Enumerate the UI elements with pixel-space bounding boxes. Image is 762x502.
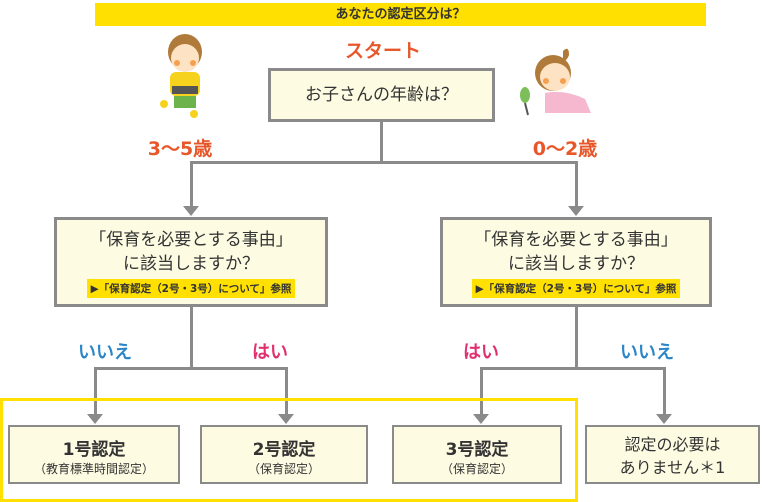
boy-illustration-icon bbox=[160, 34, 202, 118]
reference-link[interactable]: ▶「保育認定（2号・3号）について」参照 bbox=[86, 279, 296, 298]
start-label: スタート bbox=[344, 40, 421, 62]
reference-link[interactable]: ▶「保育認定（2号・3号）について」参照 bbox=[471, 279, 681, 298]
connector bbox=[190, 161, 578, 164]
arrow-down-icon bbox=[473, 414, 489, 424]
result-subtitle: （保育認定） bbox=[247, 462, 320, 476]
care-reason-question-left: 「保育を必要とする事由」 に該当しますか？ ▶「保育認定（2号・3号）について」… bbox=[54, 217, 328, 307]
result-title: 2号認定 bbox=[252, 440, 316, 460]
answer-no-left: いいえ bbox=[78, 342, 132, 363]
connector bbox=[94, 367, 288, 370]
arrow-down-icon bbox=[183, 206, 199, 216]
arrow-down-icon bbox=[568, 206, 584, 216]
arrow-down-icon bbox=[278, 414, 294, 424]
result-subtitle: （保育認定） bbox=[440, 462, 513, 476]
result-type-3: 3号認定 （保育認定） bbox=[392, 425, 562, 484]
age-question-box: お子さんの年齢は？ bbox=[268, 68, 495, 122]
age-label-3-5: 3〜5歳 bbox=[147, 138, 213, 160]
connector bbox=[663, 367, 666, 417]
age-question-text: お子さんの年齢は？ bbox=[305, 85, 458, 105]
result-type-1: 1号認定 （教育標準時間認定） bbox=[8, 425, 180, 484]
arrow-down-icon bbox=[656, 414, 672, 424]
connector bbox=[480, 367, 666, 370]
connector bbox=[380, 122, 383, 163]
result-title: 1号認定 bbox=[62, 440, 126, 460]
connector bbox=[575, 161, 578, 207]
question-line1: 「保育を必要とする事由」 bbox=[474, 230, 678, 250]
connector bbox=[575, 307, 578, 369]
question-line2: に該当しますか？ bbox=[123, 254, 259, 274]
flowchart-title: あなたの認定区分は？ bbox=[95, 3, 706, 26]
result-not-needed: 認定の必要は ありません＊1 bbox=[585, 425, 760, 484]
answer-no-right: いいえ bbox=[620, 342, 674, 363]
result-subtitle: （教育標準時間認定） bbox=[33, 462, 154, 476]
answer-yes-left: はい bbox=[252, 342, 288, 363]
answer-yes-right: はい bbox=[463, 342, 499, 363]
question-line2: に該当しますか？ bbox=[508, 254, 644, 274]
result-subtitle: ありません＊1 bbox=[619, 458, 726, 477]
baby-illustration-icon bbox=[520, 48, 591, 116]
care-reason-question-right: 「保育を必要とする事由」 に該当しますか？ ▶「保育認定（2号・3号）について」… bbox=[440, 217, 712, 307]
certification-group-outline bbox=[0, 398, 578, 502]
arrow-down-icon bbox=[87, 414, 103, 424]
question-line1: 「保育を必要とする事由」 bbox=[89, 230, 293, 250]
connector bbox=[190, 161, 193, 207]
connector bbox=[285, 367, 288, 417]
connector bbox=[94, 367, 97, 417]
connector bbox=[190, 307, 193, 369]
result-title: 認定の必要は bbox=[624, 435, 721, 454]
age-label-0-2: 0〜2歳 bbox=[532, 138, 598, 160]
result-title: 3号認定 bbox=[445, 440, 509, 460]
connector bbox=[480, 367, 483, 417]
result-type-2: 2号認定 （保育認定） bbox=[200, 425, 368, 484]
